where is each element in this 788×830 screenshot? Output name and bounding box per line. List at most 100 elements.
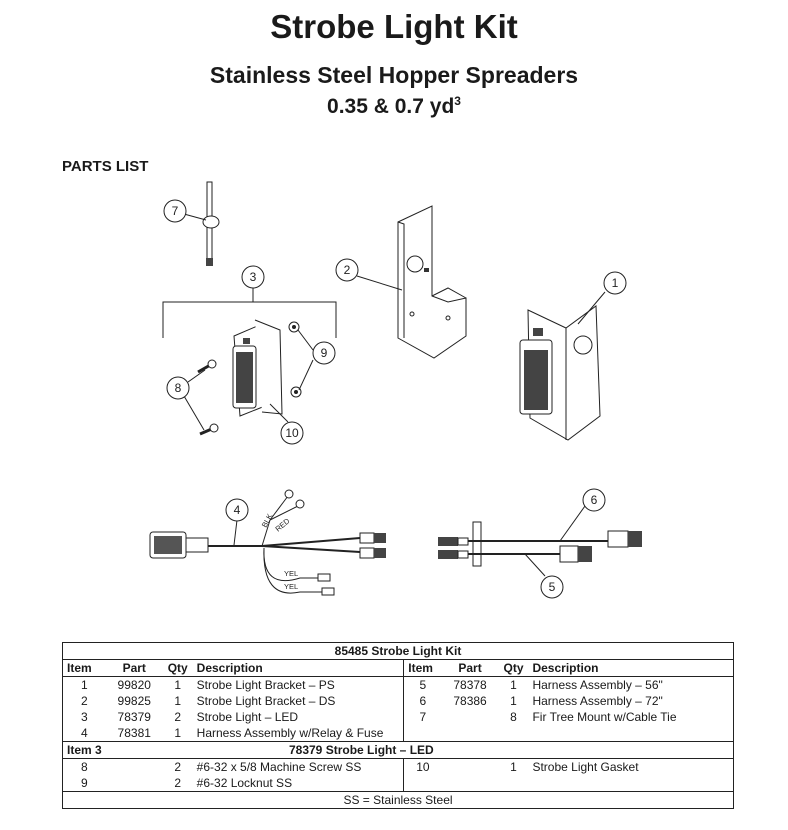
callout-1-label: 1 [612, 276, 619, 290]
kit-title: 85485 Strobe Light Kit [62, 642, 734, 660]
cell-description: Harness Assembly – 56" [532, 678, 663, 692]
cell-part: 78378 [453, 678, 487, 692]
cell-part [441, 775, 498, 792]
cell-description: Harness Assembly – 72" [532, 694, 663, 708]
callout-2-label: 2 [344, 263, 351, 277]
cell-qty: 1 [510, 760, 517, 774]
strobe-light-drawing [232, 319, 283, 417]
cell-part: 78379 [117, 710, 151, 724]
col-description: Description [192, 659, 404, 677]
callout-7 [163, 199, 187, 223]
wire-label-red: RED [274, 516, 292, 533]
col-qty: Qty [162, 659, 193, 677]
cell-qty: 2 [174, 776, 182, 790]
callout-1 [603, 271, 627, 295]
cell-qty: 1 [174, 694, 182, 708]
cell-description: Strobe Light Gasket [532, 760, 639, 774]
cell-qty: 2 [174, 710, 182, 724]
wire-label-yel-1: YEL [284, 569, 298, 578]
cell-description [528, 775, 733, 792]
table-row: 1 99820 1 Strobe Light Bracket – PS 5 78… [63, 676, 734, 693]
callout-5 [540, 575, 564, 599]
col-qty: Qty [498, 659, 529, 677]
cell-description: #6-32 x 5/8 Machine Screw SS [196, 760, 362, 774]
callout-8-label: 8 [175, 381, 182, 395]
col-part: Part [441, 659, 499, 677]
callout-3-label: 3 [250, 270, 257, 284]
cell-item: 7 [403, 709, 442, 725]
table-row: 3 78379 2 Strobe Light – LED 7 8 Fir Tre… [63, 709, 734, 725]
section-title: 78379 Strobe Light – LED [105, 741, 734, 759]
fir-tree-mount-drawing [202, 181, 220, 266]
callout-10 [280, 421, 304, 445]
cell-part: 78386 [453, 694, 487, 708]
cell-part [106, 759, 163, 776]
size-base: 0.35 & 0.7 yd [327, 95, 455, 118]
table-row: 2 99825 1 Strobe Light Bracket – DS 6 78… [63, 693, 734, 709]
cell-item: 8 [81, 760, 88, 774]
col-description: Description [528, 659, 734, 677]
cell-item: 6 [403, 693, 442, 709]
cell-description: Strobe Light Bracket – PS [196, 678, 335, 692]
cell-description [528, 725, 733, 742]
cell-qty: 8 [510, 710, 517, 724]
table-row: 4 78381 1 Harness Assembly w/Relay & Fus… [63, 725, 734, 742]
cell-item: 1 [81, 678, 88, 692]
section-label: Item 3 [62, 741, 106, 759]
size-subtitle: 0.35 & 0.7 yd3 [0, 94, 788, 119]
table-footnote: SS = Stainless Steel [62, 791, 734, 809]
cell-item: 4 [81, 726, 88, 740]
cell-item: 10 [403, 758, 442, 775]
size-superscript: 3 [454, 94, 461, 108]
section-header-row: Item 3 78379 Strobe Light – LED [62, 741, 734, 759]
bracket-ps-drawing [519, 305, 601, 441]
cell-qty [499, 775, 529, 792]
callout-10-label: 10 [285, 426, 299, 440]
cell-qty: 1 [174, 726, 182, 740]
callout-3 [241, 265, 265, 289]
cell-description: Fir Tree Mount w/Cable Tie [532, 710, 677, 724]
cell-item: 2 [81, 694, 88, 708]
callout-2 [335, 258, 359, 282]
table-row: 8 2 #6-32 x 5/8 Machine Screw SS 10 1 St… [63, 758, 734, 776]
cell-part [441, 725, 498, 742]
callout-8 [166, 376, 190, 400]
cell-part [441, 709, 498, 725]
callout-4 [225, 498, 249, 522]
cell-qty [499, 725, 529, 742]
cell-item: 3 [81, 710, 88, 724]
page-subtitle: Stainless Steel Hopper Spreaders [209, 62, 579, 88]
cell-part [106, 775, 163, 792]
cell-qty: 1 [174, 678, 182, 692]
harness-relay-drawing [149, 489, 386, 596]
callout-9-label: 9 [321, 346, 328, 360]
cell-item: 5 [403, 676, 442, 693]
cell-description: Strobe Light Bracket – DS [196, 694, 336, 708]
cell-qty: 2 [174, 760, 182, 774]
cell-qty: 1 [510, 678, 517, 692]
kit-bracket-line [162, 301, 337, 338]
cell-description: Strobe Light – LED [196, 710, 299, 724]
col-item: Item [403, 659, 442, 677]
cell-part: 99825 [117, 694, 151, 708]
callout-4-label: 4 [234, 503, 241, 517]
callout-5-label: 5 [549, 580, 556, 594]
cell-qty: 1 [510, 694, 517, 708]
cell-part: 78381 [117, 726, 151, 740]
parts-list-heading: PARTS LIST [62, 158, 149, 175]
callout-6-label: 6 [591, 493, 598, 507]
cell-description: Harness Assembly w/Relay & Fuse [196, 726, 384, 740]
col-part: Part [105, 659, 163, 677]
cell-description: #6-32 Locknut SS [196, 776, 293, 790]
callout-9 [312, 341, 336, 365]
cell-item [403, 725, 442, 742]
callout-7-label: 7 [172, 204, 179, 218]
parts-table: 85485 Strobe Light Kit Item Part Qty Des… [62, 642, 734, 809]
cell-part [441, 759, 498, 776]
col-item: Item [62, 659, 106, 677]
page-title: Strobe Light Kit [270, 8, 518, 45]
wire-label-yel-2: YEL [284, 582, 298, 591]
column-header-row: Item Part Qty Description Item Part Qty … [62, 659, 734, 677]
cell-item: 9 [81, 776, 88, 790]
cell-item [403, 775, 442, 792]
